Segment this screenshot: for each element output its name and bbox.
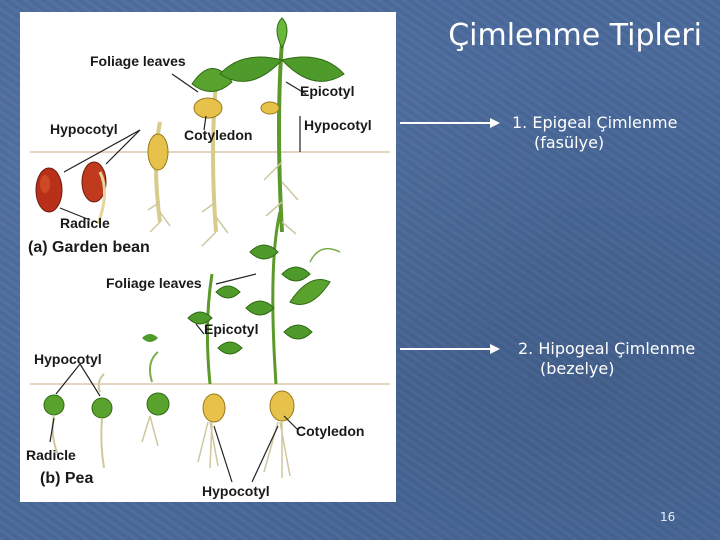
pea-stage-2 xyxy=(91,373,113,469)
germination-figure: Foliage leaves Epicotyl Hypocotyl Cotyle… xyxy=(20,12,396,502)
pea-epicotyl-label: Epicotyl xyxy=(204,321,258,337)
bean-cotyledon-label: Cotyledon xyxy=(184,127,252,143)
hypogeal-example: (bezelye) xyxy=(540,359,615,378)
pea-hypocotyl-bottom-label: Hypocotyl xyxy=(202,483,270,499)
bean-stage-2 xyxy=(81,161,107,225)
bean-foliage-leaves-label: Foliage leaves xyxy=(90,53,186,69)
bean-radicle-label: Radicle xyxy=(60,215,110,231)
hypogeal-label: 2. Hipogeal Çimlenme xyxy=(518,339,696,358)
arrow-hypogeal xyxy=(400,344,500,354)
bean-stage-5 xyxy=(219,17,345,235)
pea-stage-4 xyxy=(187,273,243,469)
arrow-epigeal xyxy=(400,118,500,128)
bean-epicotyl-label: Epicotyl xyxy=(300,83,354,99)
pea-caption: (b) Pea xyxy=(40,470,93,487)
epigeal-label: 1. Epigeal Çimlenme xyxy=(512,113,678,132)
germination-illustration: Foliage leaves Epicotyl Hypocotyl Cotyle… xyxy=(26,17,390,499)
pea-stage-5 xyxy=(245,211,341,478)
bean-caption: (a) Garden bean xyxy=(28,239,150,256)
bean-hypocotyl-right-label: Hypocotyl xyxy=(304,117,372,133)
bean-hypocotyl-left-label: Hypocotyl xyxy=(50,121,118,137)
epigeal-item: 1. Epigeal Çimlenme (fasülye) xyxy=(512,113,677,153)
pea-foliage-leaves-label: Foliage leaves xyxy=(106,275,202,291)
hypogeal-item: 2. Hipogeal Çimlenme (bezelye) xyxy=(518,339,695,379)
pea-stage-3 xyxy=(141,334,170,447)
epigeal-example: (fasülye) xyxy=(534,133,605,152)
slide-title: Çimlenme Tipleri xyxy=(448,18,702,53)
pea-radicle-label: Radicle xyxy=(26,447,76,463)
slide-number: 16 xyxy=(660,510,676,524)
bean-stage-3 xyxy=(147,121,171,233)
bean-stage-4 xyxy=(191,68,233,247)
bean-stage-1 xyxy=(35,167,63,213)
pea-hypocotyl-left-label: Hypocotyl xyxy=(34,351,102,367)
pea-stage-1 xyxy=(43,394,65,456)
pea-cotyledon-label: Cotyledon xyxy=(296,423,364,439)
